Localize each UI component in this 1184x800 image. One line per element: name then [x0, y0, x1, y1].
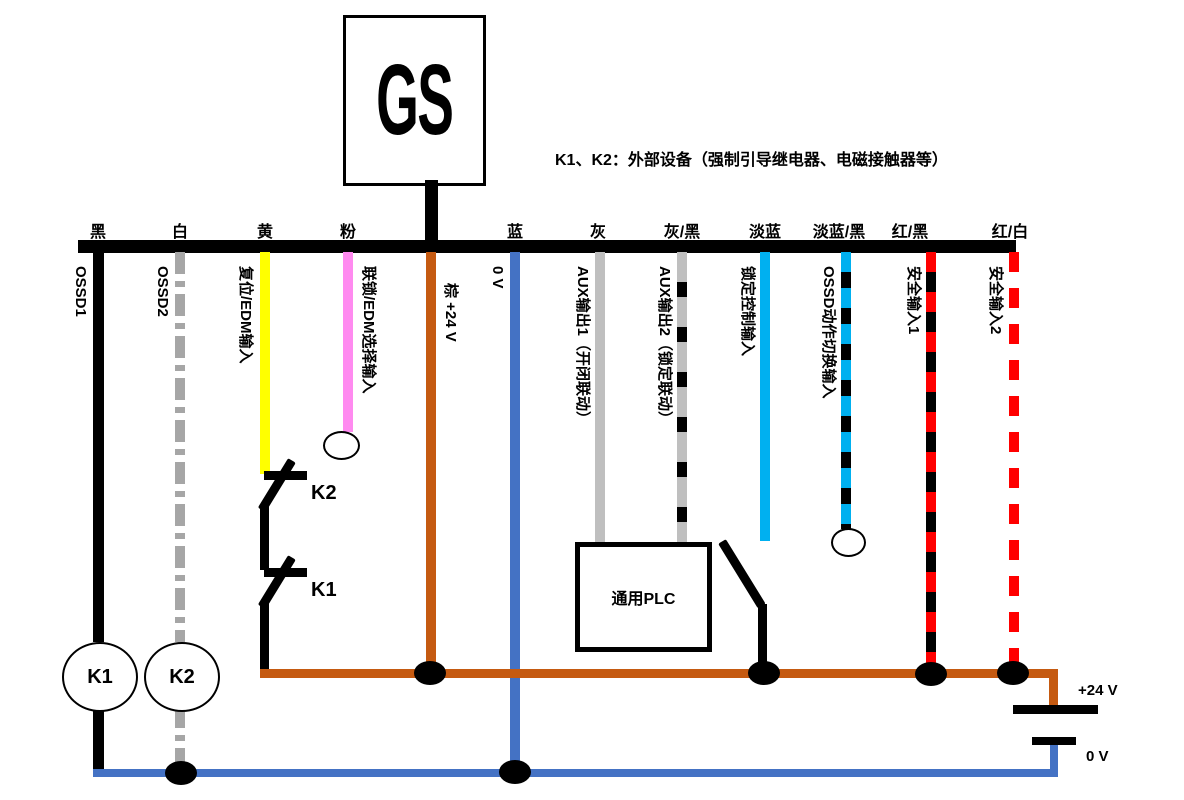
signal-label-ossd2: OSSD2 [154, 266, 171, 317]
junction-dot-safety1 [915, 662, 947, 686]
signal-label-interlock: 联锁/EDM选择输入 [360, 266, 377, 394]
wire-lightblue-lock-control [760, 252, 770, 541]
signal-label-0v: 0 V [489, 266, 506, 289]
plc-label: 通用PLC [611, 591, 676, 608]
junction-dot-brown-vertical [414, 661, 446, 685]
signal-label-reset-edm: 复位/EDM输入 [237, 266, 254, 364]
battery-minus-plate [1032, 737, 1076, 745]
supply-plus24v-label: +24 V [1078, 682, 1118, 699]
contact-k1-label: K1 [311, 579, 337, 601]
relay-k1-label: K1 [87, 665, 113, 688]
signal-label-safety1: 安全输入1 [905, 266, 922, 335]
signal-label-lock-control: 锁定控制输入 [739, 266, 756, 357]
wire-gray-aux1 [595, 252, 605, 544]
wire-black-ossd1 [93, 252, 104, 642]
color-label-gray: 灰 [589, 224, 606, 241]
cable-bus-bar [78, 240, 1016, 253]
color-label-white: 白 [171, 224, 188, 241]
lightblue-black-open-terminal [831, 528, 866, 557]
signal-label-aux2: AUX输出2（锁定联动） [656, 266, 673, 427]
rail-blue-elbow [1050, 745, 1058, 773]
wire-red-white-safety2 [1009, 252, 1019, 670]
lock-switch-blade [718, 539, 766, 609]
rail-brown-24v [260, 669, 1058, 678]
color-label-blue: 蓝 [506, 224, 523, 241]
relay-k1-circle: K1 [62, 642, 138, 712]
battery-plus-plate [1013, 705, 1098, 714]
rail-blue-0v [93, 769, 1058, 777]
lock-switch-stem [758, 604, 767, 674]
rail-brown-elbow [1049, 669, 1058, 707]
color-label-lightblue-black: 淡蓝/黑 [812, 224, 866, 241]
signal-label-ossd-switch: OSSD动作切换输入 [820, 266, 837, 399]
wire-yellow-reset-edm [260, 252, 270, 474]
color-label-red-white: 红/白 [991, 224, 1029, 241]
signal-label-brown-24v: 棕 +24 V [442, 283, 459, 342]
wire-lightblue-black-ossd-switch [841, 252, 851, 529]
relay-k2-circle: K2 [144, 642, 220, 712]
gs-stem-wire [425, 180, 438, 242]
wire-red-black-safety1 [926, 252, 936, 670]
junction-dot-ossd2-0v [165, 761, 197, 785]
wire-pink-interlock [343, 252, 353, 432]
note-text: K1、K2：外部设备（强制引导继电器、电磁接触器等） [555, 152, 948, 169]
contact-link-lower [260, 602, 269, 678]
signal-label-safety2: 安全输入2 [987, 266, 1004, 335]
junction-dot-safety2 [997, 661, 1029, 685]
gs-device-box: GS [343, 15, 486, 186]
wire-black-ossd1-lower [93, 706, 104, 773]
signal-label-aux1: AUX输出1（开闭联动） [574, 266, 591, 427]
relay-k2-label: K2 [169, 665, 195, 688]
wire-white-ossd2-lower [175, 706, 185, 764]
junction-dot-blue-vertical [499, 760, 531, 784]
contact-link-upper [260, 505, 269, 570]
pink-wire-open-terminal [323, 431, 360, 460]
color-label-yellow: 黄 [256, 224, 273, 241]
gs-device-label: GS [376, 44, 454, 156]
color-label-black: 黑 [89, 224, 106, 241]
wire-blue-0v [510, 252, 520, 773]
color-label-pink: 粉 [339, 224, 356, 241]
wire-white-ossd2 [175, 252, 185, 642]
signal-label-ossd1: OSSD1 [72, 266, 89, 317]
wire-gray-black-aux2 [677, 252, 687, 544]
supply-0v-label: 0 V [1086, 748, 1109, 765]
wire-brown-24v [426, 252, 436, 673]
color-label-red-black: 红/黑 [891, 224, 929, 241]
contact-k2-label: K2 [311, 482, 337, 504]
color-label-gray-black: 灰/黑 [663, 224, 701, 241]
junction-dot-switch [748, 661, 780, 685]
color-label-lightblue: 淡蓝 [748, 224, 781, 241]
plc-box: 通用PLC [575, 542, 712, 652]
